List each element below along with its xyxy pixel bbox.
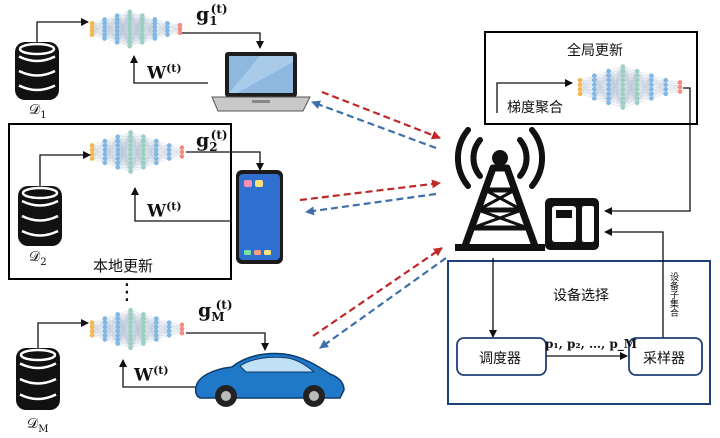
neural-network-icon bbox=[89, 307, 185, 351]
ellipsis: ⋮ bbox=[116, 280, 138, 305]
base-station-tower-icon bbox=[455, 127, 545, 251]
car-icon bbox=[194, 352, 345, 407]
weight-label-m: W(t) bbox=[134, 364, 169, 386]
local-update-box bbox=[8, 123, 232, 280]
local-update-label: 本地更新 bbox=[93, 257, 154, 275]
neural-network-icon bbox=[89, 9, 183, 49]
neural-network-icon bbox=[89, 130, 185, 174]
sampler-box bbox=[628, 337, 703, 376]
gradient-aggregation-label: 梯度聚合 bbox=[507, 100, 563, 116]
gradient-label-m: gM(t) bbox=[198, 298, 233, 325]
sampler-label: 采样器 bbox=[643, 351, 685, 367]
scheduler-box bbox=[456, 337, 547, 376]
database-icon bbox=[16, 348, 60, 410]
global-update-box bbox=[484, 31, 698, 125]
wireless-links bbox=[299, 90, 447, 349]
weight-label-1: W(t) bbox=[147, 62, 182, 84]
probabilities-label: p₁, p₂, …, p_M bbox=[545, 337, 638, 351]
dataset-label-2: 𝒟2 bbox=[29, 249, 47, 268]
global-update-title: 全局更新 bbox=[567, 43, 623, 59]
database-icon bbox=[18, 186, 62, 246]
phone-icon bbox=[236, 170, 283, 264]
weight-label-2: W(t) bbox=[147, 200, 182, 222]
dataset-label-m: 𝒟M bbox=[27, 416, 49, 435]
device-subset-label: 设备子集合 bbox=[668, 272, 678, 317]
device-selection-box bbox=[447, 260, 711, 405]
device-selection-title: 设备选择 bbox=[553, 288, 609, 304]
dataset-label-1: 𝒟1 bbox=[29, 102, 47, 121]
gradient-label-2: g2(t) bbox=[196, 128, 228, 155]
neural-network-icon bbox=[577, 64, 683, 110]
gradient-label-1: g1(t) bbox=[196, 2, 228, 29]
database-icon bbox=[15, 42, 59, 100]
server-icon bbox=[545, 198, 599, 250]
scheduler-label: 调度器 bbox=[479, 351, 521, 367]
laptop-icon bbox=[211, 52, 311, 112]
